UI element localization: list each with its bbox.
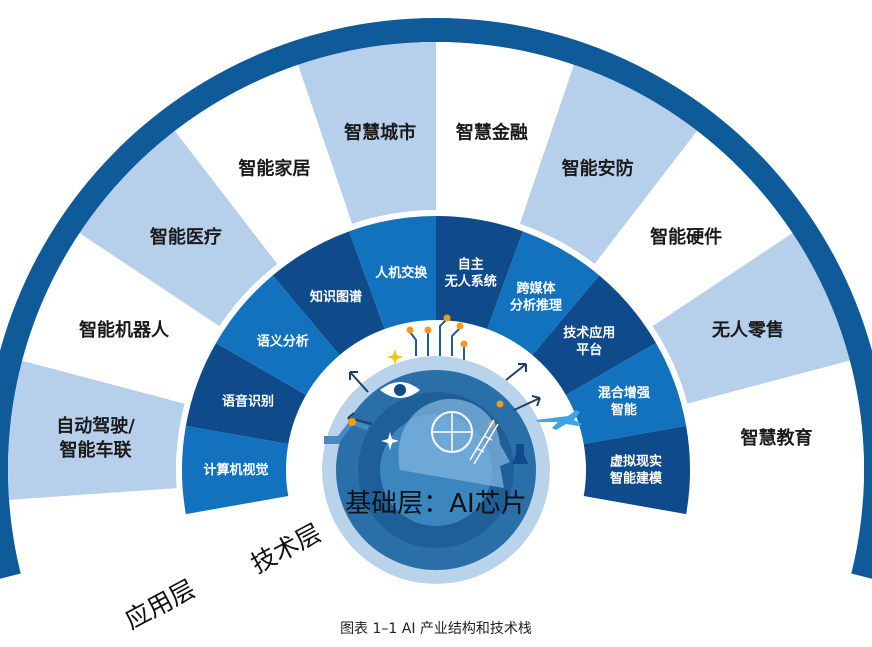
tech-item-label: 语音识别 [222, 393, 274, 409]
app-item-label: 智能机器人 [79, 318, 170, 340]
head-silhouette-icon [398, 398, 510, 488]
base-layer-label: 基础层：AI芯片 [345, 489, 526, 519]
tech-wedge [565, 343, 687, 444]
tech-wedge [185, 343, 307, 444]
tech-wedge [583, 425, 690, 515]
app-item-label: 智慧城市 [344, 121, 416, 143]
app-wedge [436, 42, 574, 224]
tech-wedge [181, 425, 289, 515]
technology-layer: 计算机视觉 语音识别 语义分析 知识图谱人机交换自主无人系统跨媒体分析推理技术应用平台… [181, 216, 690, 515]
app-wedge [7, 360, 185, 500]
tech-item-label: 混合增强智能 [598, 385, 650, 418]
app-item-label: 智能家居 [238, 157, 310, 179]
app-wedge [687, 360, 864, 500]
tech-item-label: 知识图谱 [310, 288, 362, 304]
app-wedge [22, 233, 220, 404]
app-item-label: 智能安防 [562, 157, 634, 179]
app-item-label: 智能硬件 [650, 225, 722, 247]
ai-chip-illustration [322, 314, 582, 584]
app-wedge [79, 130, 278, 327]
tech-wedge [436, 216, 523, 330]
tech-wedge [216, 275, 340, 395]
app-item-label: 自动驾驶/智能车联 [56, 414, 135, 460]
airplane-icon [536, 410, 582, 430]
tech-item-label: 人机交换 [375, 265, 428, 281]
robot-arm-icon [324, 418, 369, 444]
app-layer-label: 应用层 [120, 574, 200, 635]
tech-wedge [532, 275, 656, 395]
sparkle-icons [381, 349, 403, 450]
app-wedge [594, 130, 793, 327]
app-wedge [298, 42, 436, 224]
tech-item-label: 计算机视觉 [203, 462, 268, 478]
app-item-label: 智慧教育 [740, 426, 812, 448]
tech-item-label: 自主无人系统 [444, 256, 497, 289]
tech-item-label: 语义分析 [257, 333, 309, 349]
eye-icon [380, 382, 420, 398]
app-item-label: 智慧金融 [456, 121, 528, 143]
tech-item-label: 虚拟现实智能建模 [610, 453, 663, 486]
tech-wedge [349, 216, 436, 330]
app-wedge [174, 64, 353, 265]
tech-wedge [487, 231, 600, 356]
circuit-lines [409, 319, 465, 360]
application-layer: 自动驾驶/智能车联 智能机器人 智能医疗 智能家居 智慧城市 智慧金融智能安防智能硬件无人… [7, 42, 864, 500]
tech-item-label: 跨媒体分析推理 [510, 280, 562, 313]
caption: 图表 1–1 AI 产业结构和技术栈 [340, 621, 532, 637]
app-wedge [652, 233, 850, 404]
tech-wedge [272, 231, 385, 356]
tech-layer-label: 技术层 [246, 518, 326, 579]
dna-icon [469, 419, 499, 465]
app-wedge [519, 64, 698, 265]
app-item-label: 无人零售 [712, 318, 784, 340]
flask-icon [512, 444, 528, 464]
app-item-label: 智能医疗 [150, 225, 222, 247]
tech-item-label: 技术应用平台 [563, 324, 615, 357]
